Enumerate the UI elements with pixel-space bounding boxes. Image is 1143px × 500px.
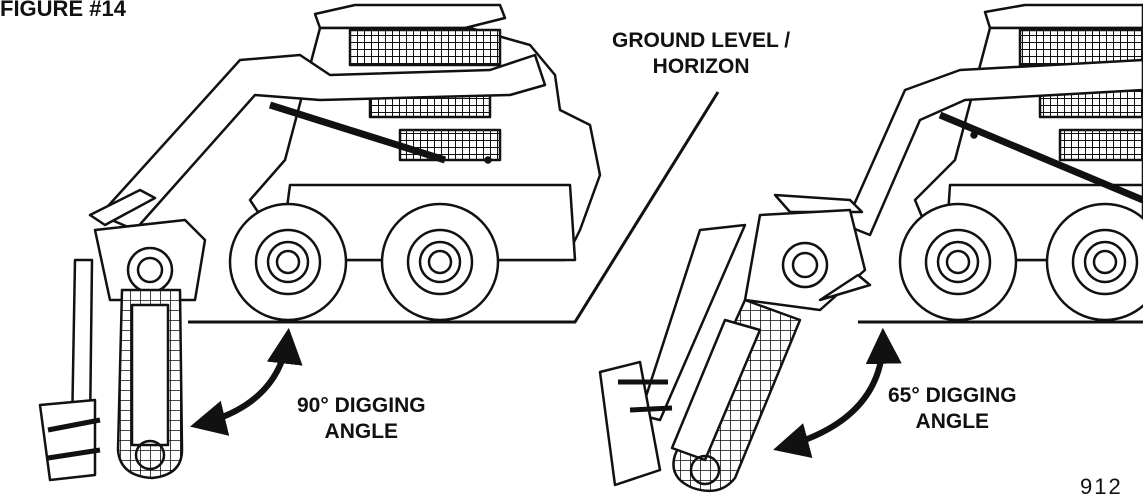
digging-angle-65-label: 65° DIGGING ANGLE <box>888 383 1017 435</box>
ground-level-label: GROUND LEVEL / HORIZON <box>612 28 790 80</box>
ground-line-left <box>188 91 720 324</box>
trencher-left <box>38 188 207 482</box>
wheel-front-right <box>898 202 1018 322</box>
wheel-rear-right <box>1045 202 1143 322</box>
wheel-front-left <box>228 202 348 322</box>
digging-angle-90-label: 90° DIGGING ANGLE <box>297 393 426 445</box>
angle90-line2: ANGLE <box>324 420 399 443</box>
skid-steer-left <box>98 3 602 322</box>
figure-title: FIGURE #14 <box>0 0 126 21</box>
ground-label-line2: HORIZON <box>652 55 750 78</box>
drawing-number: 912 <box>1080 474 1123 499</box>
angle90-line1: 90° DIGGING <box>297 394 426 417</box>
skid-steer-right <box>843 3 1143 322</box>
trencher-right <box>598 193 872 493</box>
ground-label-line1: GROUND LEVEL / <box>612 29 791 52</box>
angle65-line2: ANGLE <box>915 410 990 433</box>
wheel-rear-left <box>380 202 500 322</box>
angle-arrow-90 <box>190 327 303 436</box>
angle-arrow-65 <box>773 327 902 458</box>
angle65-line1: 65° DIGGING <box>888 384 1017 407</box>
